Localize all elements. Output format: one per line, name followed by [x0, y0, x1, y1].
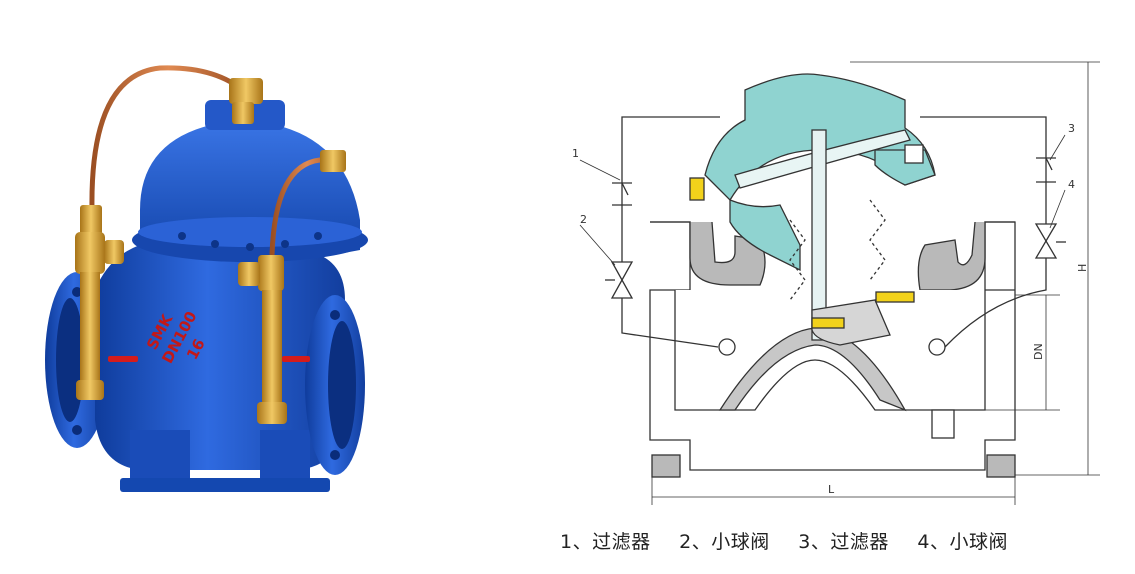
seat-ring-left [811, 317, 845, 329]
leader-4 [1049, 189, 1066, 229]
valve-disc [811, 299, 891, 346]
dim-label-h: H [1076, 264, 1089, 272]
callout-3: 3 [1068, 122, 1075, 135]
valve-bonnet [132, 100, 368, 262]
dim-label-l: L [828, 483, 835, 496]
parts-caption: 1、过滤器 2、小球阀 3、过滤器 4、小球阀 [560, 527, 1100, 555]
callout-4: 4 [1068, 178, 1075, 191]
valve-stem [811, 129, 827, 341]
right-foot [986, 454, 1016, 478]
leader-3 [1049, 134, 1066, 161]
flow-partition [718, 327, 907, 412]
left-foot [651, 454, 681, 478]
callout-2: 2 [580, 213, 587, 226]
red-handles [108, 356, 310, 362]
drain-plug [931, 409, 955, 439]
pilot-line-right [920, 116, 1047, 348]
ball-valve-right-symbol [1034, 223, 1066, 259]
pilot-line-left [621, 116, 720, 348]
right-flange-section [917, 221, 1015, 291]
right-flange [305, 295, 365, 475]
bonnet-bolt-left [689, 177, 705, 201]
dim-label-dn: DN [1032, 343, 1045, 360]
filter-left-symbol [612, 182, 632, 206]
ball-valve-left-symbol [605, 261, 634, 299]
brass-fittings [75, 78, 346, 424]
caption-item-4: 4、小球阀 [917, 531, 1009, 553]
valve-photo: SMK DN100 16 [45, 65, 368, 492]
valve-cross-section [579, 61, 1100, 505]
inlet-port [718, 338, 736, 356]
filter-right-symbol [1036, 157, 1056, 183]
left-flange-section [650, 221, 766, 286]
bonnet-lower [729, 199, 801, 272]
leader-1 [579, 159, 621, 181]
bonnet-bolt-right [904, 144, 924, 164]
leader-2 [579, 224, 616, 266]
seat-ring-right [875, 291, 915, 303]
caption-item-2: 2、小球阀 [679, 531, 770, 553]
caption-item-1: 1、过滤器 [560, 531, 651, 553]
caption-item-3: 3、过滤器 [798, 531, 889, 553]
outlet-port [928, 338, 946, 356]
callout-1: 1 [572, 147, 579, 160]
return-spring [789, 199, 886, 301]
